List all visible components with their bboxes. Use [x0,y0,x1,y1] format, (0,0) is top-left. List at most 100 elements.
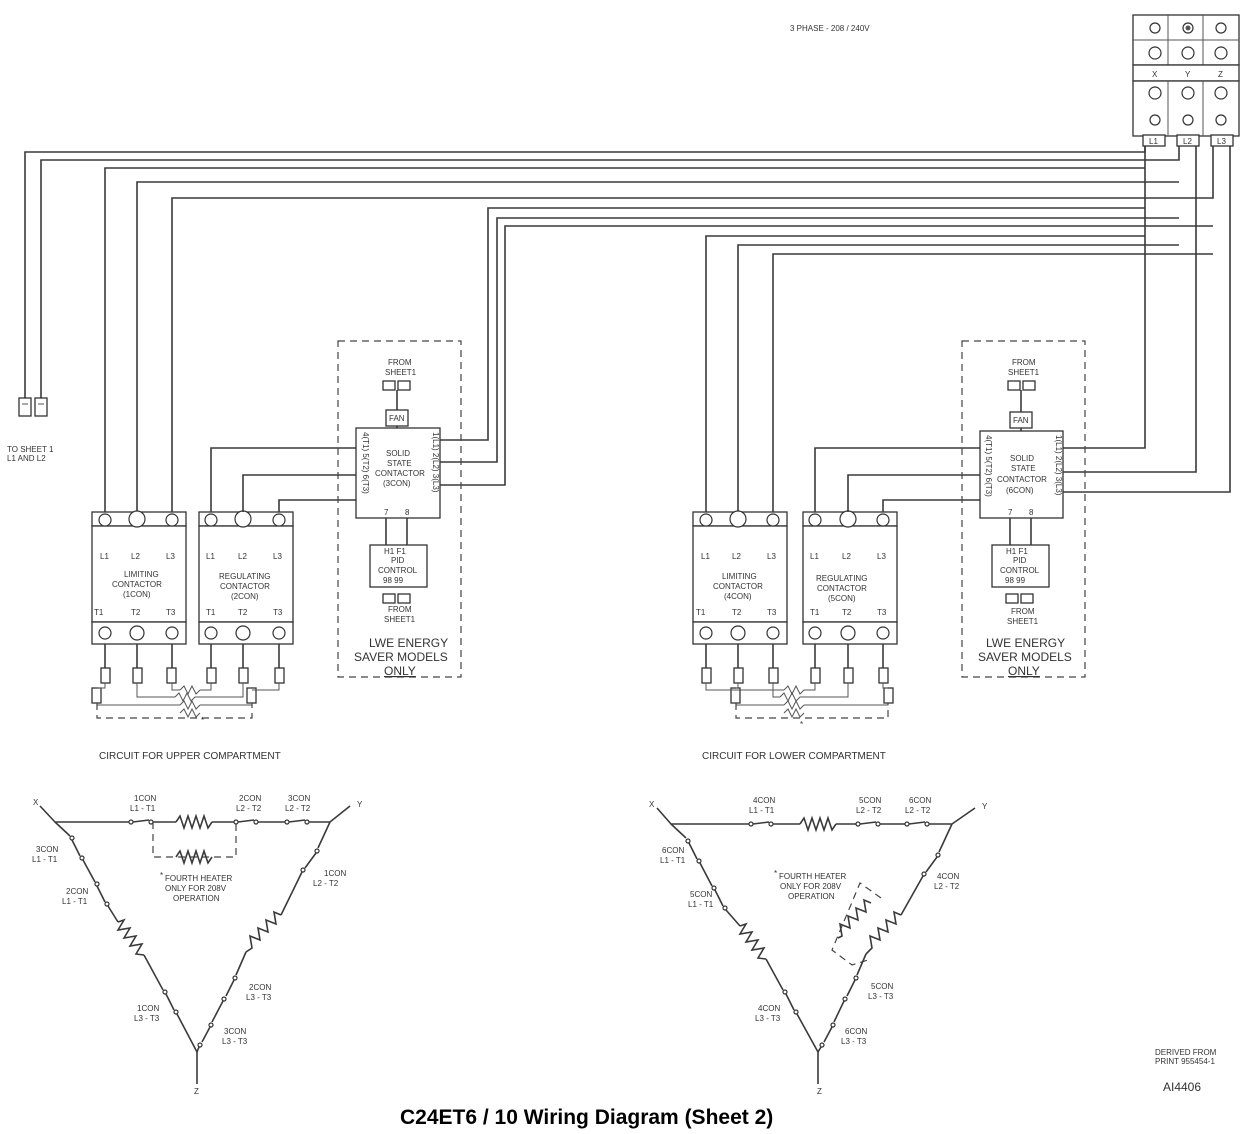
lower-fan: FAN [1013,416,1029,425]
upper-reg-t1: T1 [206,608,216,617]
upper-1con-right-pins: L2 - T2 [313,879,339,888]
upper-lwe-line3: ONLY [384,664,416,678]
lower-lwe-line3: ONLY [1008,664,1040,678]
upper-lim-t3: T3 [166,608,176,617]
lower-note-asterisk: * [774,869,777,878]
upper-lim-l2: L2 [131,552,140,561]
lower-reg-l3: L3 [877,552,886,561]
upper-from-bot: FROM [388,605,412,614]
diagram-title: C24ET6 / 10 Wiring Diagram (Sheet 2) [400,1106,773,1129]
upper-limiting-contactor: L1 L2 L3 LIMITING CONTACTOR (1CON) T1 T2… [91,510,187,645]
upper-ssc-line2: STATE [387,459,412,468]
upper-delta-diagram: X Y Z 1CON L1 - T1 2CON L2 - T2 3CON L2 … [32,794,363,1096]
lower-ssc-line3: CONTACTOR [997,475,1047,484]
lower-delta-x: X [649,800,655,809]
lower-4con-bot-pins: L3 - T3 [755,1014,781,1023]
lower-ssc-right-pins: 1(L1) 2(L2) 3(L3) [1054,435,1063,496]
lower-lim-name: LIMITING [722,572,757,581]
phase-label: 3 PHASE - 208 / 240V [790,24,870,33]
upper-ssc-pin7: 7 [384,508,389,517]
lower-reg-t3: T3 [877,608,887,617]
upper-lim-l3: L3 [166,552,175,561]
lower-reg-t1: T1 [810,608,820,617]
lower-regulating-contactor: L1 L2 L3 REGULATING CONTACTOR (5CON) T1 … [802,510,898,645]
upper-ssc-left-pins: 4(T1) 5(T2) 6(T3) [361,432,370,494]
upper-note-3: OPERATION [173,894,220,903]
lower-5con-right-pins: L3 - T3 [868,992,894,1001]
lower-lwe-line1: LWE ENERGY [986,636,1065,650]
upper-1con-bot-pins: L3 - T3 [134,1014,160,1023]
lower-4con-top-pins: L1 - T1 [749,806,775,815]
upper-caption: CIRCUIT FOR UPPER COMPARTMENT [99,751,281,762]
lower-6con-left: 6CON [662,846,684,855]
lower-6con-bot-pins: L3 - T3 [841,1037,867,1046]
upper-note-1: FOURTH HEATER [165,874,232,883]
upper-reg-name2: CONTACTOR [220,582,270,591]
terminal-z-label: Z [1218,70,1223,79]
upper-2con-left-pins: L1 - T1 [62,897,88,906]
lower-5con-top: 5CON [859,796,881,805]
lower-reg-name: REGULATING [816,574,867,583]
terminal-block: X Y Z L1 L2 L3 [1132,14,1240,147]
upper-lim-name: LIMITING [124,570,159,579]
supply-wires [24,146,1231,512]
upper-pid-h1: H1 F1 [384,547,406,556]
lower-delta-z: Z [817,1087,822,1096]
upper-heater-asterisk: * [201,716,204,725]
lower-delta-y: Y [982,802,988,811]
lower-lim-l2: L2 [732,552,741,561]
upper-pid-label: PID [391,556,405,565]
terminal-x-label: X [1152,70,1158,79]
upper-heater-wiring: * [91,644,285,725]
to-sheet1-l1l2: L1 AND L2 [7,454,46,463]
to-sheet1-terminals: TO SHEET 1 L1 AND L2 [7,397,54,463]
lower-lim-l1: L1 [701,552,710,561]
upper-lwe-line1: LWE ENERGY [369,636,448,650]
upper-3con-left: 3CON [36,845,58,854]
lower-reg-id: (5CON) [828,594,856,603]
derived-from-label: DERIVED FROM [1155,1048,1217,1057]
lower-note-3: OPERATION [788,892,835,901]
lower-pid-h1: H1 F1 [1006,547,1028,556]
upper-reg-l2: L2 [238,552,247,561]
upper-lwe-line2: SAVER MODELS [354,650,448,664]
derived-from-print: PRINT 955454-1 [1155,1057,1215,1066]
lower-note-2: ONLY FOR 208V [780,882,842,891]
upper-reg-t3: T3 [273,608,283,617]
lower-lim-t2: T2 [732,608,742,617]
lower-caption: CIRCUIT FOR LOWER COMPARTMENT [702,751,886,762]
lower-5con-left-pins: L1 - T1 [688,900,714,909]
to-sheet1-label: TO SHEET 1 [7,445,54,454]
upper-pid-control: CONTROL [378,566,418,575]
lower-note-1: FOURTH HEATER [779,872,846,881]
lower-reg-name2: CONTACTOR [817,584,867,593]
lower-5con-right: 5CON [871,982,893,991]
lower-ssc-pin8: 8 [1029,508,1034,517]
lower-from-bot: FROM [1011,607,1035,616]
lower-ssc-to-reg-wires [814,447,980,512]
terminal-l3-label: L3 [1217,137,1226,146]
upper-ssc-pin8: 8 [405,508,410,517]
upper-ssc-id: (3CON) [383,479,411,488]
lower-ssc-id: (6CON) [1006,486,1034,495]
lower-6con-top-pins: L2 - T2 [905,806,931,815]
upper-ssc-right-pins: 1(L1) 2(L2) 3(L3) [431,432,440,493]
upper-reg-id: (2CON) [231,592,259,601]
upper-3con-bot-pins: L3 - T3 [222,1037,248,1046]
upper-delta-x: X [33,798,39,807]
upper-lim-t1: T1 [94,608,104,617]
upper-note-2: ONLY FOR 208V [165,884,227,893]
lower-pid-pins: 98 99 [1005,576,1026,585]
lower-lim-id: (4CON) [724,592,752,601]
lower-lim-t3: T3 [767,608,777,617]
lower-reg-t2: T2 [842,608,852,617]
upper-ssc-to-reg-wires [210,447,356,512]
lower-lim-t1: T1 [696,608,706,617]
upper-1con-bot: 1CON [137,1004,159,1013]
lower-ssc-pin7: 7 [1008,508,1013,517]
terminal-l2-label: L2 [1183,137,1192,146]
upper-lim-l1: L1 [100,552,109,561]
lower-lim-name2: CONTACTOR [713,582,763,591]
upper-reg-t2: T2 [238,608,248,617]
